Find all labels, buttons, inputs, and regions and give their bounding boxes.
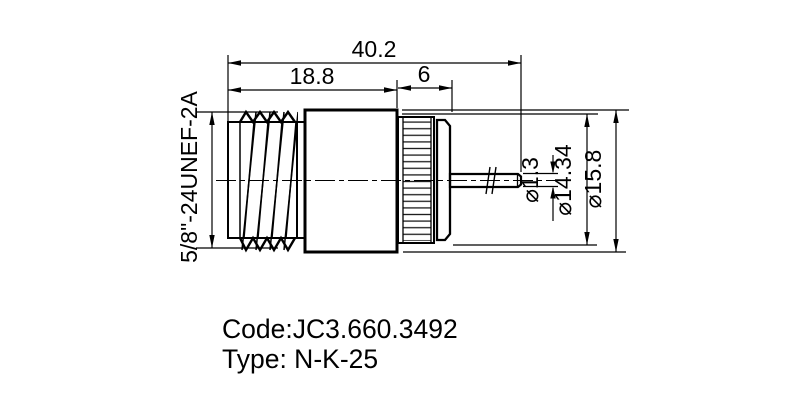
dim-body-length-label: 18.8 bbox=[290, 63, 335, 89]
dim-nut-diameter: ⌀14.34 bbox=[402, 113, 598, 246]
body-diameter-label: ⌀15.8 bbox=[580, 150, 606, 209]
thread-spec-label: 5/8"-24UNEF-2A bbox=[176, 90, 202, 262]
arrowhead bbox=[550, 186, 556, 199]
arrowhead bbox=[439, 85, 452, 91]
arrowhead bbox=[508, 60, 521, 66]
code-label: Code:JC3.660.3492 bbox=[222, 314, 458, 344]
type-label: Type: N-K-25 bbox=[222, 344, 378, 374]
dim-overall-length-label: 40.2 bbox=[352, 36, 397, 62]
end-cap bbox=[435, 118, 452, 242]
arrowhead bbox=[550, 161, 556, 174]
arrowhead bbox=[384, 87, 397, 93]
pin-diameter-label: ⌀1.3 bbox=[517, 157, 543, 203]
arrowhead bbox=[613, 239, 619, 252]
footer-notes: Code:JC3.660.3492 Type: N-K-25 bbox=[222, 314, 458, 374]
arrowhead bbox=[209, 235, 215, 248]
dim-overall-length: 40.2 bbox=[227, 36, 522, 172]
dim-body-length: 18.8 bbox=[228, 63, 398, 108]
arrowhead bbox=[584, 114, 590, 127]
pin-outline bbox=[448, 172, 523, 189]
dim-body-diameter: ⌀15.8 bbox=[402, 109, 629, 253]
dimension-annotations: 40.2 18.8 6 5/8"-24UNEF-2A bbox=[176, 36, 629, 263]
nut-diameter-label: ⌀14.34 bbox=[550, 144, 576, 216]
connector-outline bbox=[216, 108, 556, 254]
dim-nut-length: 6 bbox=[398, 61, 453, 112]
dim-pin-diameter: ⌀1.3 bbox=[517, 155, 558, 221]
dim-nut-length-label: 6 bbox=[418, 61, 431, 87]
arrowhead bbox=[398, 85, 411, 91]
arrowhead bbox=[228, 60, 241, 66]
arrowhead bbox=[584, 232, 590, 245]
dim-thread-spec: 5/8"-24UNEF-2A bbox=[176, 90, 278, 263]
arrowhead bbox=[209, 112, 215, 125]
thread-crest-bottom bbox=[238, 235, 297, 253]
arrowhead bbox=[228, 87, 241, 93]
thread-crest-top bbox=[238, 109, 296, 125]
arrowhead bbox=[613, 110, 619, 123]
